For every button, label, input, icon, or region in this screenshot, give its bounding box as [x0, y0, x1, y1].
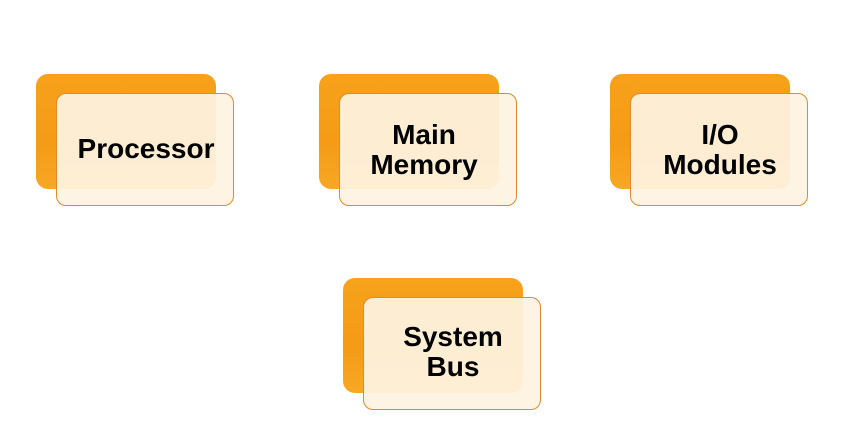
main-memory-label-line-1: Main	[392, 119, 456, 150]
main-memory-label-line-2: Memory	[370, 149, 478, 180]
processor-block-card	[56, 93, 234, 206]
main-memory-block: Main Memory	[319, 74, 519, 208]
system-bus-label-line-1: System	[403, 321, 503, 352]
io-modules-label-line-2: Modules	[663, 149, 777, 180]
main-memory-block-card	[339, 93, 517, 206]
main-memory-label: Main Memory	[349, 120, 499, 180]
system-bus-block: System Bus	[343, 278, 543, 412]
io-modules-block: I/O Modules	[610, 74, 810, 208]
io-modules-block-card	[630, 93, 808, 206]
system-bus-label: System Bus	[373, 322, 533, 382]
processor-label: Processor	[66, 134, 226, 164]
system-bus-block-card	[363, 297, 541, 410]
io-modules-label: I/O Modules	[640, 120, 800, 180]
processor-block: Processor	[36, 74, 236, 208]
system-bus-label-line-2: Bus	[426, 351, 480, 382]
io-modules-label-line-1: I/O	[701, 119, 739, 150]
processor-label-line-1: Processor	[77, 133, 215, 164]
